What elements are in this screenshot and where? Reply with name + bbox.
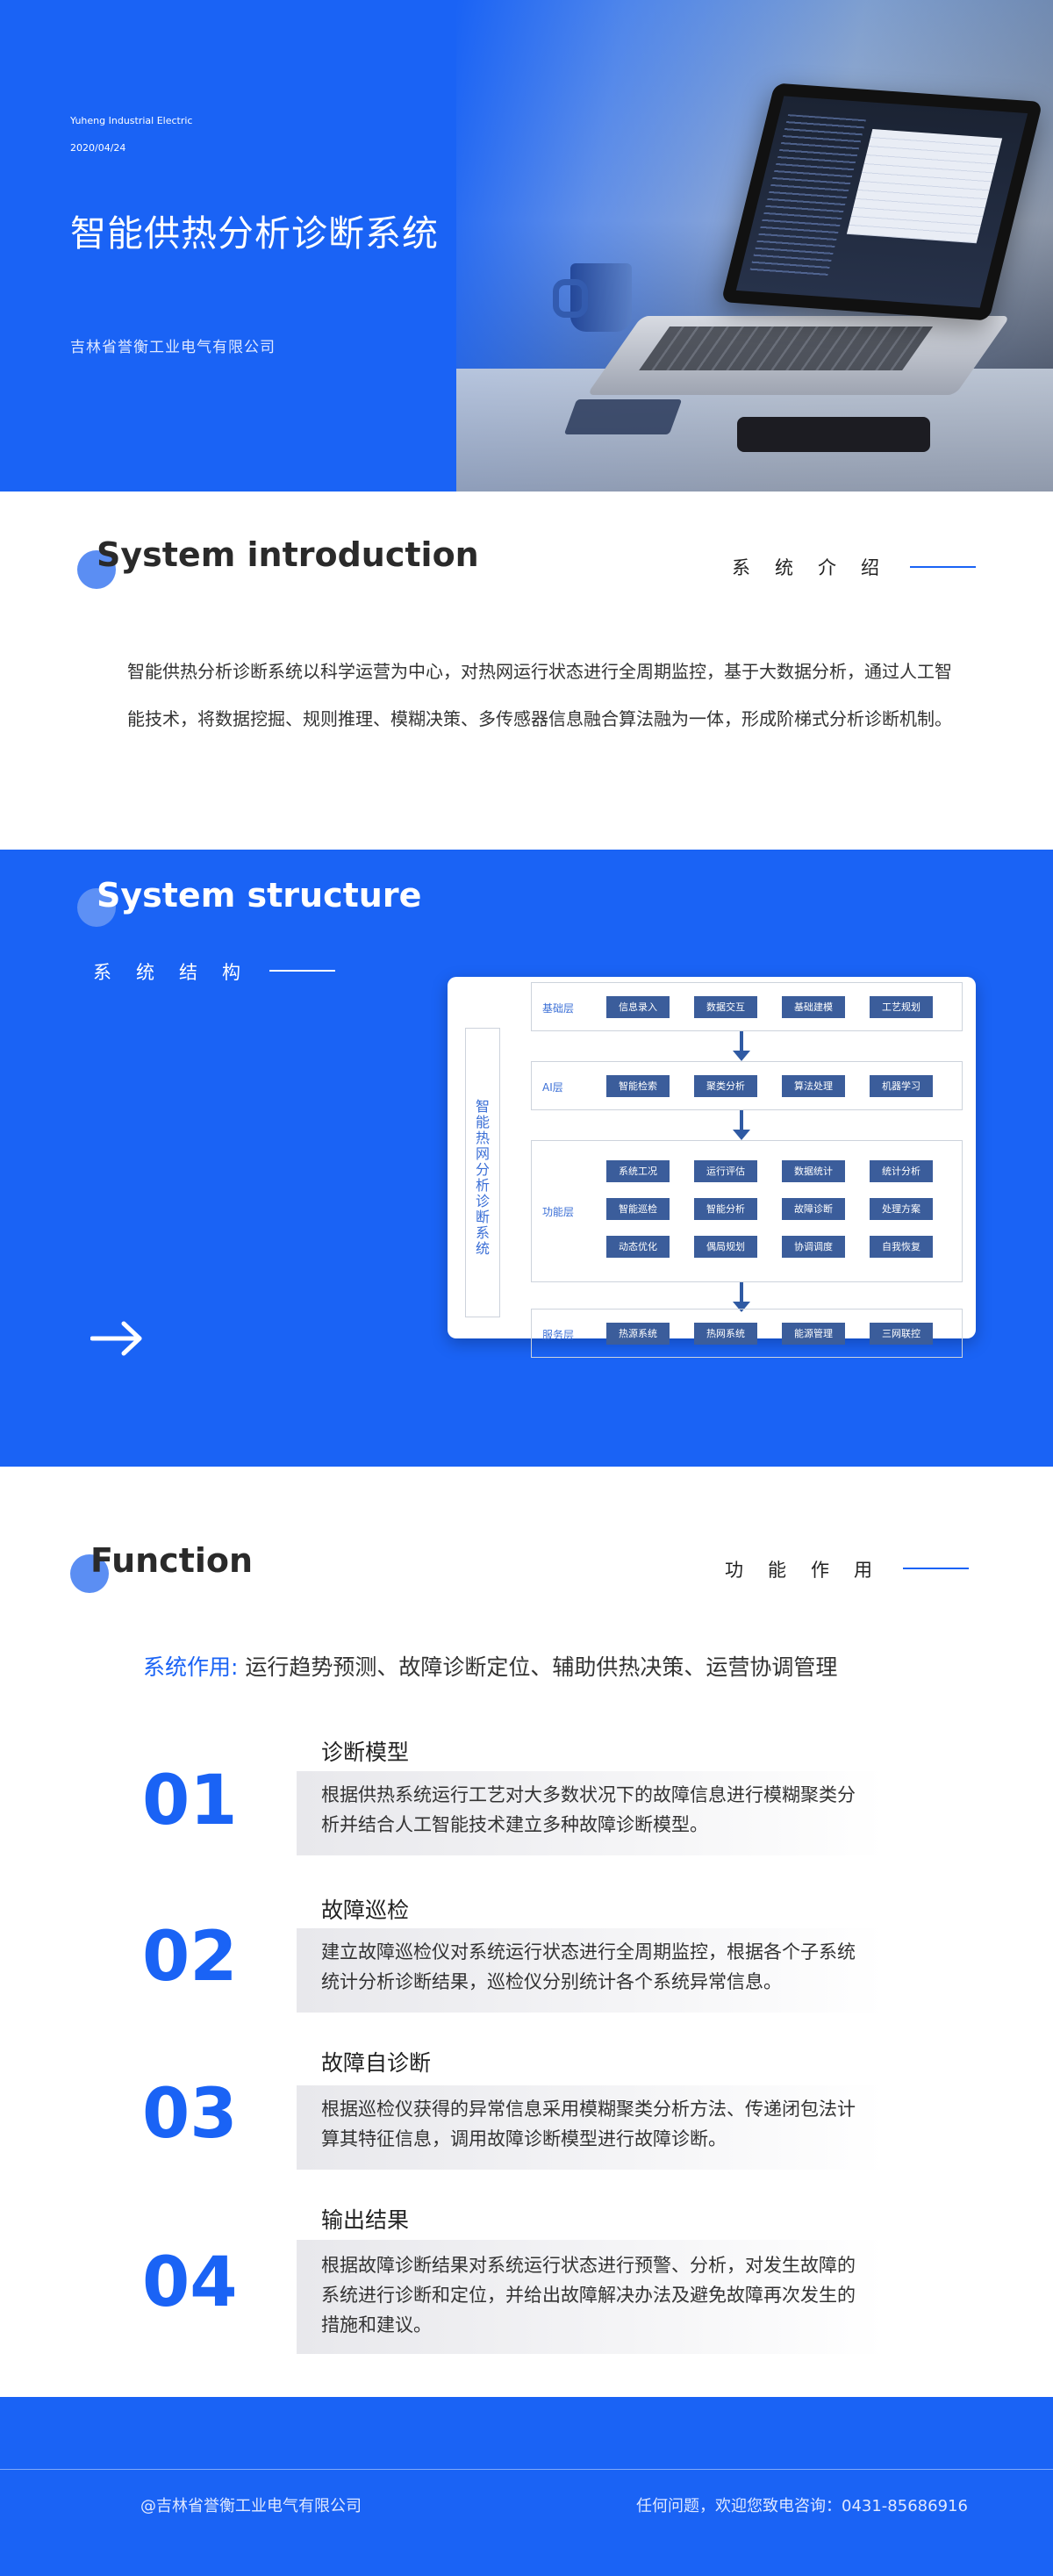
function-heading-cn: 功能作用 [725,1560,897,1581]
structure-section: System structure 系统结构 智能热网分析诊断系统 基础层 信息录… [0,850,1053,1467]
heading-dot-icon [70,1554,109,1593]
function-item-title: 故障自诊断 [321,2050,432,2076]
architecture-diagram: 智能热网分析诊断系统 基础层 信息录入 数据交互 基础建模 工艺规划 AI层 智… [448,977,976,1358]
diagram-box: 热网系统 [694,1323,757,1345]
diagram-box: 故障诊断 [782,1198,845,1220]
function-item-number: 01 [142,1762,238,1841]
function-item-box: 根据供热系统运行工艺对大多数状况下的故障信息进行模糊聚类分析并结合人工智能技术建… [297,1771,885,1855]
diagram-side-label: 智能热网分析诊断系统 [475,1098,490,1257]
function-item-number: 02 [142,1918,238,1997]
diagram-box: 基础建模 [782,996,845,1018]
diagram-layer-service-frame: 服务层 热源系统 热网系统 能源管理 三网联控 [531,1309,963,1358]
diagram-box: 三网联控 [870,1323,933,1345]
function-item-number: 04 [142,2243,238,2322]
diagram-box: 算法处理 [782,1075,845,1097]
function-item-box: 建立故障巡检仪对系统运行状态进行全周期监控，根据各个子系统统计分析诊断结果，巡检… [297,1928,885,2013]
down-arrow-icon [733,1031,750,1061]
down-arrow-icon [733,1282,750,1312]
diagram-box: 信息录入 [606,996,670,1018]
diagram-layer-base: 基础层 信息录入 数据交互 基础建模 工艺规划 [531,982,963,1031]
diagram-side-panel: 智能热网分析诊断系统 [465,1028,500,1317]
function-item-box: 根据故障诊断结果对系统运行状态进行预警、分析，对发生故障的系统进行诊断和定位，并… [297,2240,885,2354]
hero-title: 智能供热分析诊断系统 [70,212,439,255]
diagram-box: 能源管理 [782,1323,845,1345]
arrow-right-icon[interactable] [90,1321,143,1356]
layer-label: 基础层 [542,1002,575,1015]
function-summary-label: 系统作用: [143,1654,239,1680]
footer-contact[interactable]: 任何问题，欢迎您致电咨询：0431-85686916 [636,2497,968,2515]
function-item-box: 根据巡检仪获得的异常信息采用模糊聚类分析方法、传递闭包法计算其特征信息，调用故障… [297,2085,885,2170]
function-item-text: 建立故障巡检仪对系统运行状态进行全周期监控，根据各个子系统统计分析诊断结果，巡检… [321,1941,856,1992]
laptop-keyboard-image [586,316,1011,395]
footer: @吉林省誉衡工业电气有限公司 任何问题，欢迎您致电咨询：0431-8568691… [0,2397,1053,2576]
function-item-text: 根据巡检仪获得的异常信息采用模糊聚类分析方法、传递闭包法计算其特征信息，调用故障… [321,2099,856,2149]
function-heading-line [903,1568,969,1569]
diagram-box: 智能分析 [694,1198,757,1220]
phone-image [737,417,930,452]
hero-company-cn: 吉林省誉衡工业电气有限公司 [70,339,276,356]
hero-banner: Yuheng Industrial Electric 2020/04/24 智能… [0,0,1053,492]
hero-company-en: Yuheng Industrial Electric [70,115,193,126]
diagram-box: 机器学习 [870,1075,933,1097]
function-item-title: 故障巡检 [321,1898,410,1923]
diagram-box: 偶局规划 [694,1236,757,1258]
heading-dot-icon [77,888,116,927]
function-summary-text: 运行趋势预测、故障诊断定位、辅助供热决策、运营协调管理 [245,1654,838,1680]
function-summary: 系统作用: 运行趋势预测、故障诊断定位、辅助供热决策、运营协调管理 [143,1650,837,1682]
footer-copyright: @吉林省誉衡工业电气有限公司 [140,2497,362,2515]
intro-heading-cn: 系统介绍 [732,557,904,578]
function-item-text: 根据故障诊断结果对系统运行状态进行预警、分析，对发生故障的系统进行诊断和定位，并… [321,2255,856,2336]
diagram-box: 数据交互 [694,996,757,1018]
hero-date: 2020/04/24 [70,142,126,154]
diagram-box: 智能检索 [606,1075,670,1097]
function-item-title: 输出结果 [321,2207,410,2233]
mug-image [553,263,632,332]
intro-heading-line [910,566,976,568]
diagram-box: 运行评估 [694,1160,757,1182]
function-item-number: 03 [142,2075,238,2154]
heading-dot-icon [77,550,116,589]
circuit-board-image [563,399,683,434]
footer-divider [0,2469,1053,2470]
function-item-title: 诊断模型 [321,1740,410,1765]
diagram-box: 自我恢复 [870,1236,933,1258]
layer-label: AI层 [542,1081,563,1094]
function-heading-en: Function [90,1541,254,1580]
down-arrow-icon [733,1110,750,1140]
diagram-box: 工艺规划 [870,996,933,1018]
layer-label: 服务层 [542,1329,575,1341]
diagram-box: 系统工况 [606,1160,670,1182]
diagram-layer-ai: AI层 智能检索 聚类分析 算法处理 机器学习 [531,1061,963,1110]
structure-heading-line [269,970,335,972]
layer-label: 功能层 [542,1206,575,1218]
diagram-box: 数据统计 [782,1160,845,1182]
function-item-text: 根据供热系统运行工艺对大多数状况下的故障信息进行模糊聚类分析并结合人工智能技术建… [321,1784,856,1835]
diagram-box: 处理方案 [870,1198,933,1220]
diagram-layer-function: 功能层 系统工况 运行评估 数据统计 统计分析 智能巡检 智能分析 故障诊断 处… [531,1140,963,1282]
diagram-box: 统计分析 [870,1160,933,1182]
intro-heading-en: System introduction [97,535,479,574]
intro-text: 智能供热分析诊断系统以科学运营为中心，对热网运行状态进行全周期监控，基于大数据分… [127,661,952,729]
structure-heading-en: System structure [97,876,422,915]
diagram-box: 动态优化 [606,1236,670,1258]
diagram-box: 热源系统 [606,1323,670,1345]
diagram-box: 智能巡检 [606,1198,670,1220]
structure-heading-cn: 系统结构 [93,962,265,983]
diagram-box: 协调调度 [782,1236,845,1258]
diagram-box: 聚类分析 [694,1075,757,1097]
laptop-screen-image [720,83,1043,321]
